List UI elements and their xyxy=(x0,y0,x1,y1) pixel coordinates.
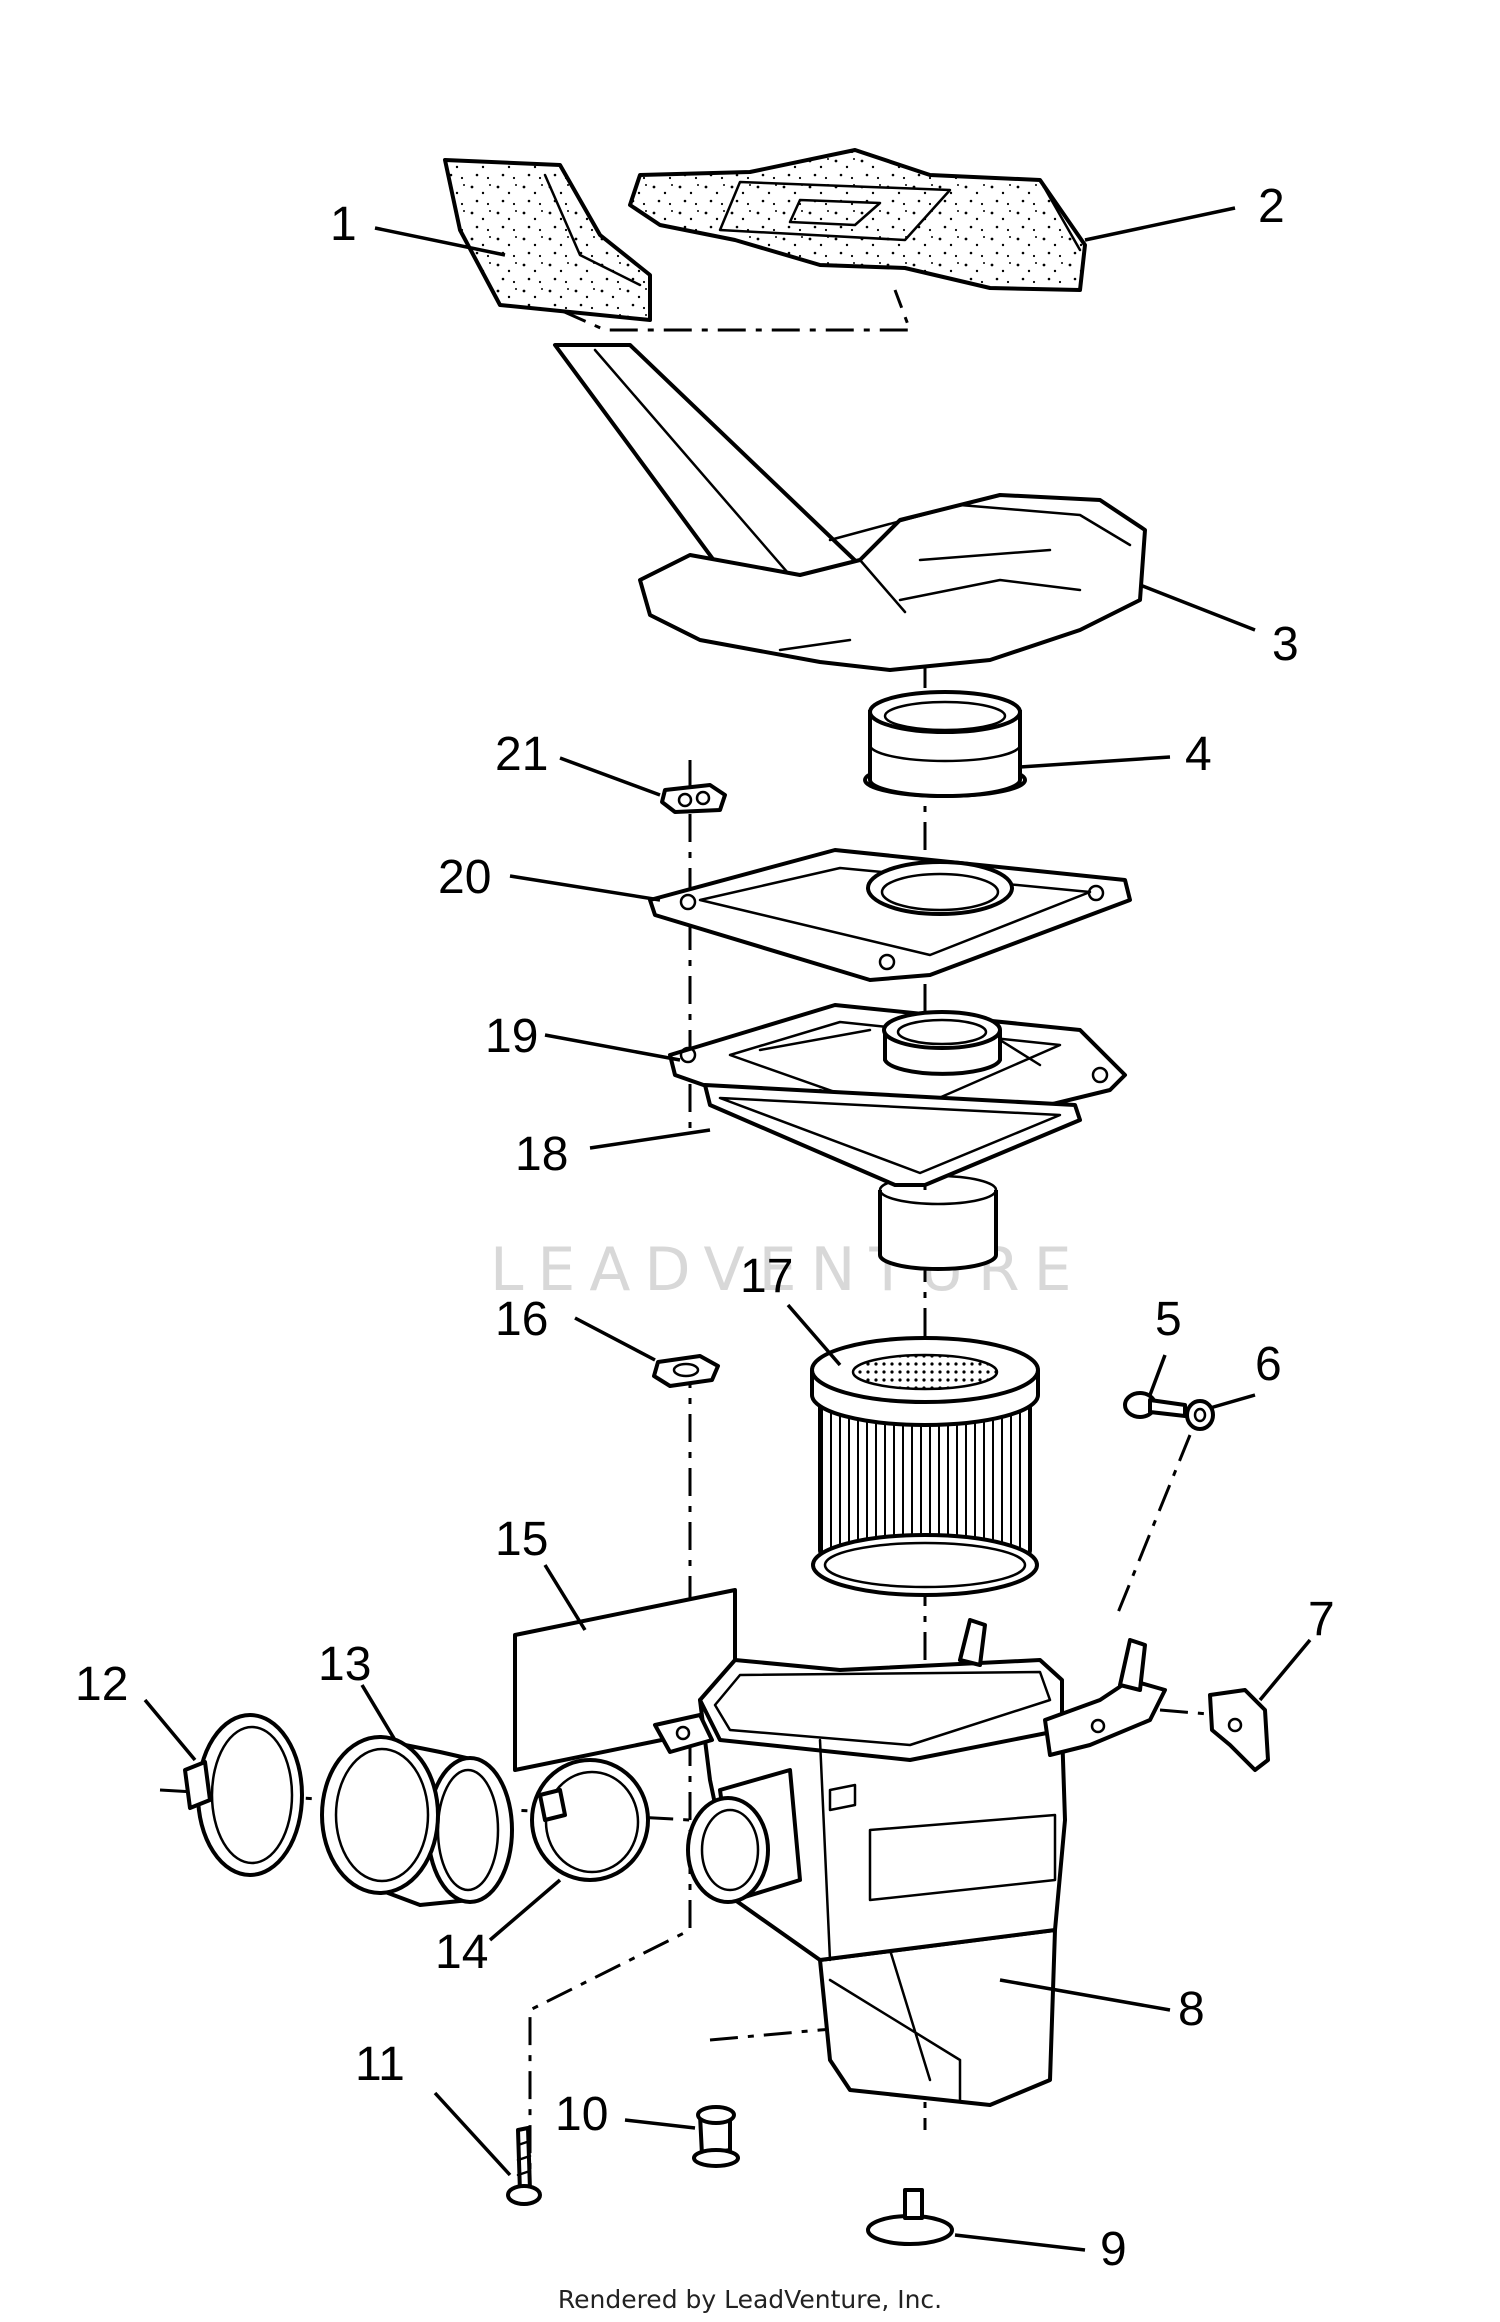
part-17-filter-element xyxy=(810,1336,1040,1597)
part-2-foam-pad xyxy=(628,148,1087,292)
part-11-screw xyxy=(506,2126,542,2206)
part-7-clip xyxy=(1208,1688,1270,1772)
part-4-adapter-ring xyxy=(863,690,1027,798)
callout-19: 19 xyxy=(485,1010,538,1063)
part-6-washer xyxy=(1185,1399,1215,1431)
part-1-foam-element xyxy=(443,158,652,322)
part-16-nut xyxy=(652,1354,720,1388)
callout-18: 18 xyxy=(515,1128,568,1181)
callout-14: 14 xyxy=(435,1926,488,1979)
callout-4: 4 xyxy=(1185,728,1212,781)
footer-credit: Rendered by LeadVenture, Inc. xyxy=(558,2285,942,2314)
callout-13: 13 xyxy=(318,1638,371,1691)
callout-9: 9 xyxy=(1100,2223,1127,2276)
part-12-clamp xyxy=(183,1713,304,1877)
callout-10: 10 xyxy=(555,2088,608,2141)
leader-lines xyxy=(143,206,1312,2252)
part-21-nut xyxy=(660,783,727,814)
callout-12: 12 xyxy=(75,1658,128,1711)
callout-3: 3 xyxy=(1272,618,1299,671)
callout-7: 7 xyxy=(1308,1593,1335,1646)
part-10-grommet xyxy=(692,2105,740,2168)
callout-15: 15 xyxy=(495,1513,548,1566)
callout-labels: 1 2 3 4 5 6 7 8 9 10 11 12 13 14 15 16 1… xyxy=(75,180,1335,2276)
callout-20: 20 xyxy=(438,851,491,904)
part-18-gasket xyxy=(703,1083,1082,1187)
callout-1: 1 xyxy=(330,198,357,251)
part-13-boot xyxy=(320,1735,514,1907)
part-3-intake-duct xyxy=(553,343,1147,672)
part-20-cover-plate xyxy=(648,848,1132,982)
callout-11: 11 xyxy=(355,2038,405,2091)
callout-21: 21 xyxy=(495,728,548,781)
part-8-airbox xyxy=(653,1618,1167,2107)
callout-8: 8 xyxy=(1178,1983,1205,2036)
callout-17: 17 xyxy=(740,1250,793,1303)
part-14-clamp xyxy=(530,1758,650,1882)
callout-16: 16 xyxy=(495,1293,548,1346)
callout-6: 6 xyxy=(1255,1338,1282,1391)
callout-5: 5 xyxy=(1155,1293,1182,1346)
part-5-bolt xyxy=(1123,1391,1187,1419)
callout-2: 2 xyxy=(1258,180,1285,233)
part-9-drain-cap xyxy=(866,2188,954,2246)
